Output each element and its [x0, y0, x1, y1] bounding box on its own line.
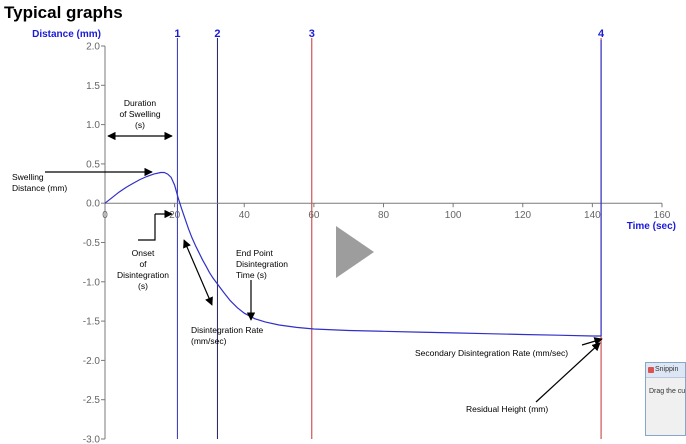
y-tick-label: 1.0 [86, 120, 100, 131]
y-tick-label: -2.5 [83, 395, 101, 406]
page-title: Typical graphs [4, 3, 123, 22]
x-tick-label: 80 [378, 210, 390, 221]
y-tick-label: -1.5 [83, 317, 101, 328]
annotation-secondary-disintegration-rate: Secondary Disintegration Rate (mm/sec) [415, 348, 568, 358]
play-icon[interactable] [322, 216, 384, 286]
annotation-swelling-distance: Distance (mm) [12, 183, 67, 193]
event-marker-label-1: 1 [174, 28, 180, 40]
x-tick-label: 100 [445, 210, 462, 221]
annotation-duration-of-swelling: Duration [124, 98, 156, 108]
annotation-onset-of-disintegration: Onset [132, 248, 155, 258]
annotation-end-point-disintegration-time: Disintegration [236, 259, 288, 269]
event-marker-label-2: 2 [214, 28, 220, 40]
arrow-residual-height [535, 342, 601, 403]
x-tick-label: 60 [308, 210, 320, 221]
event-marker-label-3: 3 [309, 28, 315, 40]
arrow-secondary-disintegration-rate [581, 337, 603, 346]
event-marker-label-4: 4 [598, 28, 605, 40]
x-axis-label: Time (sec) [627, 221, 676, 232]
x-tick-label: 20 [169, 210, 181, 221]
x-tick-label: 140 [584, 210, 601, 221]
x-tick-label: 160 [654, 210, 671, 221]
annotation-onset-of-disintegration: Disintegration [117, 270, 169, 280]
annotation-disintegration-rate: (mm/sec) [191, 336, 227, 346]
x-tick-label: 0 [102, 210, 108, 221]
annotation-onset-of-disintegration: (s) [138, 281, 148, 291]
annotation-end-point-disintegration-time: End Point [236, 248, 273, 258]
y-axis-label: Distance (mm) [32, 29, 101, 40]
y-tick-label: 1.5 [86, 81, 100, 92]
snipping-window-title: Snippin [655, 366, 679, 373]
annotation-end-point-disintegration-time: Time (s) [236, 270, 267, 280]
scissors-icon [648, 367, 654, 373]
x-tick-label: 120 [514, 210, 531, 221]
bracket-onset [138, 214, 156, 241]
annotation-disintegration-rate: Disintegration Rate [191, 325, 264, 335]
y-tick-label: -3.0 [83, 435, 101, 444]
y-tick-label: -0.5 [83, 238, 101, 249]
y-tick-label: 0.5 [86, 159, 100, 170]
snipping-window-text: Drag the curs [649, 388, 686, 395]
y-tick-label: 0.0 [86, 199, 100, 210]
annotation-swelling-distance: Swelling [12, 172, 44, 182]
x-tick-label: 40 [239, 210, 251, 221]
y-tick-label: -1.0 [83, 277, 101, 288]
arrow-disintegration-rate [183, 239, 213, 306]
annotation-duration-of-swelling: (s) [135, 120, 145, 130]
annotation-duration-of-swelling: of Swelling [119, 109, 160, 119]
snipping-window-titlebar[interactable]: Snippin [646, 363, 685, 378]
y-tick-label: -2.0 [83, 356, 101, 367]
snipping-tool-window[interactable]: Snippin Drag the curs [645, 362, 686, 436]
annotation-residual-height: Residual Height (mm) [466, 404, 548, 414]
annotation-onset-of-disintegration: of [139, 259, 147, 269]
y-tick-label: 2.0 [86, 42, 100, 53]
